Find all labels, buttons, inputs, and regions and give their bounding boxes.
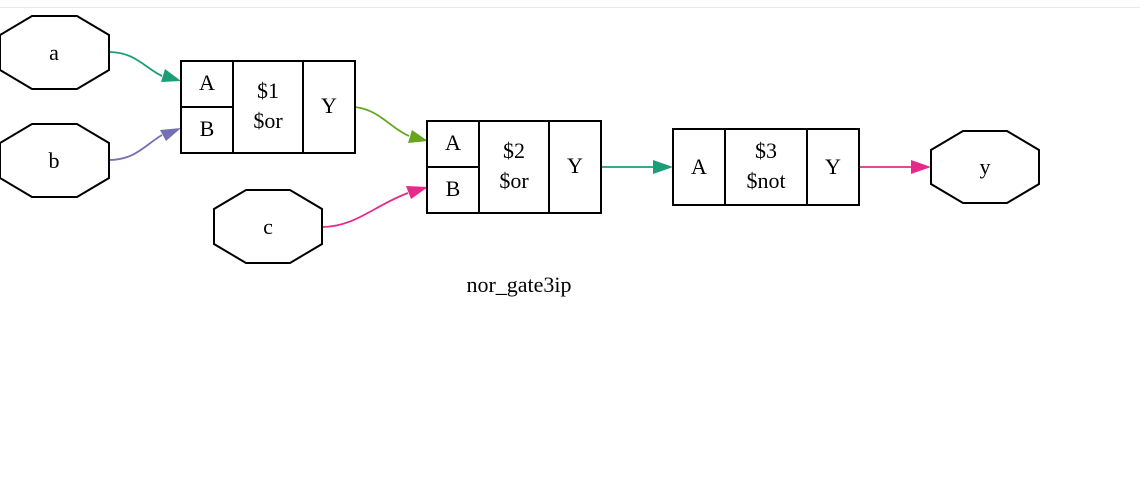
port-c[interactable]: c bbox=[213, 189, 323, 264]
port-c-label: c bbox=[263, 214, 273, 239]
port-a-label: a bbox=[49, 40, 59, 65]
cell-or2-input-a: A bbox=[445, 130, 461, 155]
wire-b-to-or1 bbox=[108, 134, 163, 161]
cell-or1-input-b: B bbox=[200, 116, 215, 141]
cell-or1-id: $1 bbox=[257, 78, 279, 103]
cell-or1-type: $or bbox=[253, 108, 283, 133]
wire-not-y-arrowhead bbox=[911, 160, 931, 174]
wire-c-to-or2 bbox=[321, 192, 409, 228]
cell-or1-input-a: A bbox=[199, 70, 215, 95]
port-y[interactable]: y bbox=[930, 130, 1040, 204]
wire-or1-or2-arrowhead bbox=[408, 130, 428, 143]
cell-not3-input-a: A bbox=[691, 154, 707, 179]
wires bbox=[108, 51, 931, 228]
wire-a-to-or1 bbox=[108, 51, 163, 77]
top-divider bbox=[0, 7, 1140, 8]
cell-or2-id: $2 bbox=[503, 138, 525, 163]
cell-not3-box bbox=[672, 128, 860, 206]
port-c-octagon bbox=[213, 189, 323, 264]
cell-or1-output: Y bbox=[321, 93, 337, 118]
wire-or1-to-or2 bbox=[354, 106, 410, 137]
cell-or1[interactable]: A B $1 $or Y bbox=[180, 60, 356, 154]
cell-or2-output: Y bbox=[567, 153, 583, 178]
port-b-label: b bbox=[49, 148, 60, 173]
cell-not3-type: $not bbox=[746, 168, 785, 193]
cell-or2-type: $or bbox=[499, 168, 529, 193]
wire-or2-not-arrowhead bbox=[653, 160, 673, 174]
cell-not3-output: Y bbox=[825, 154, 841, 179]
port-b[interactable]: b bbox=[0, 123, 110, 198]
port-y-label: y bbox=[980, 154, 991, 179]
module-name: nor_gate3ip bbox=[466, 272, 571, 297]
cell-not3-id: $3 bbox=[755, 138, 777, 163]
port-a-octagon bbox=[0, 15, 110, 90]
cell-or2-input-b: B bbox=[446, 176, 461, 201]
port-y-octagon bbox=[930, 130, 1040, 204]
port-a[interactable]: a bbox=[0, 15, 110, 90]
cell-not3[interactable]: A $3 $not Y bbox=[672, 128, 860, 206]
wire-b-arrowhead bbox=[160, 128, 181, 141]
wire-c-arrowhead bbox=[406, 186, 428, 199]
cell-or2[interactable]: A B $2 $or Y bbox=[426, 120, 602, 214]
port-b-octagon bbox=[0, 123, 110, 198]
wire-a-arrowhead bbox=[161, 69, 181, 82]
